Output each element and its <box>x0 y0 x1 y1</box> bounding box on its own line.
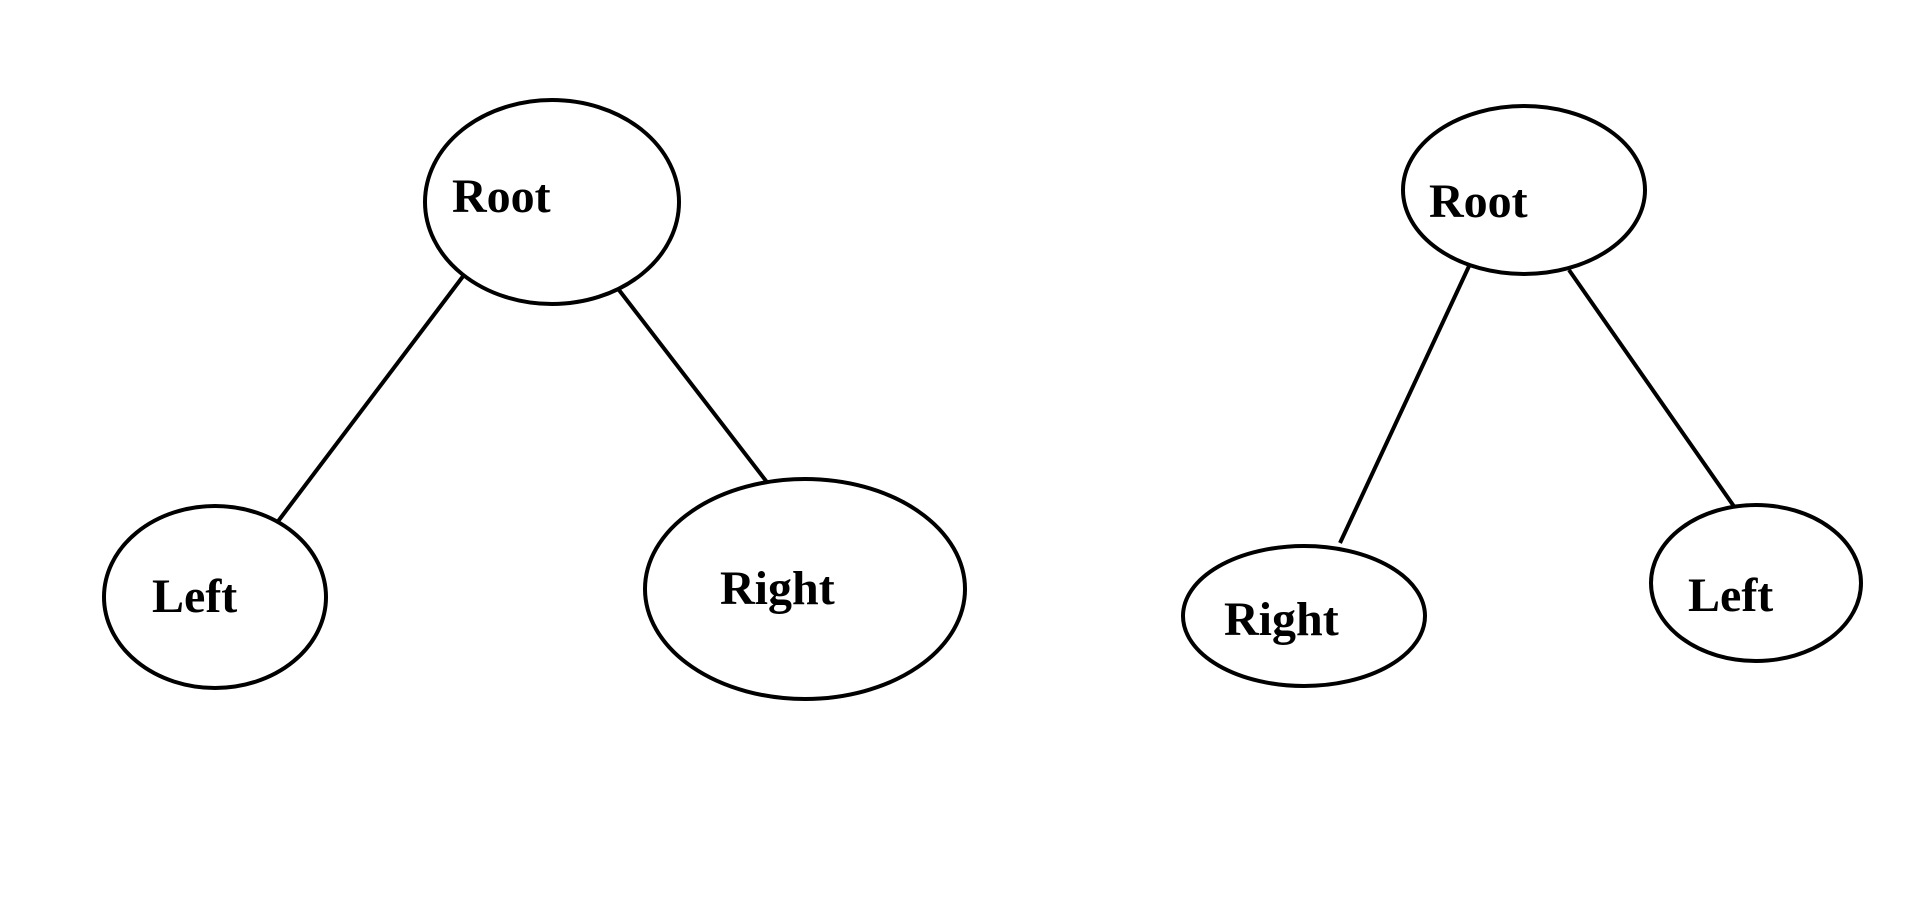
edge-root-to-right <box>617 288 785 505</box>
left-child-label: Right <box>1224 593 1339 646</box>
left-child-label: Left <box>152 570 237 623</box>
right-child-node: Left <box>1649 503 1863 663</box>
tree-mirrored: Root Right Left <box>1181 104 1863 688</box>
right-child-label: Left <box>1688 569 1773 622</box>
edge-root-to-left <box>1338 263 1472 544</box>
right-child-label: Right <box>720 562 835 615</box>
root-node: Root <box>1401 104 1647 276</box>
edge-root-to-left <box>274 273 466 526</box>
edge-root-to-right <box>1567 268 1742 517</box>
right-child-node: Right <box>643 477 967 701</box>
root-node: Root <box>423 98 681 306</box>
left-child-node: Right <box>1181 544 1427 688</box>
root-node-label: Root <box>452 170 551 223</box>
root-node-label: Root <box>1429 175 1528 228</box>
tree-original: Root Left Right <box>102 98 967 701</box>
left-child-node: Left <box>102 504 328 690</box>
